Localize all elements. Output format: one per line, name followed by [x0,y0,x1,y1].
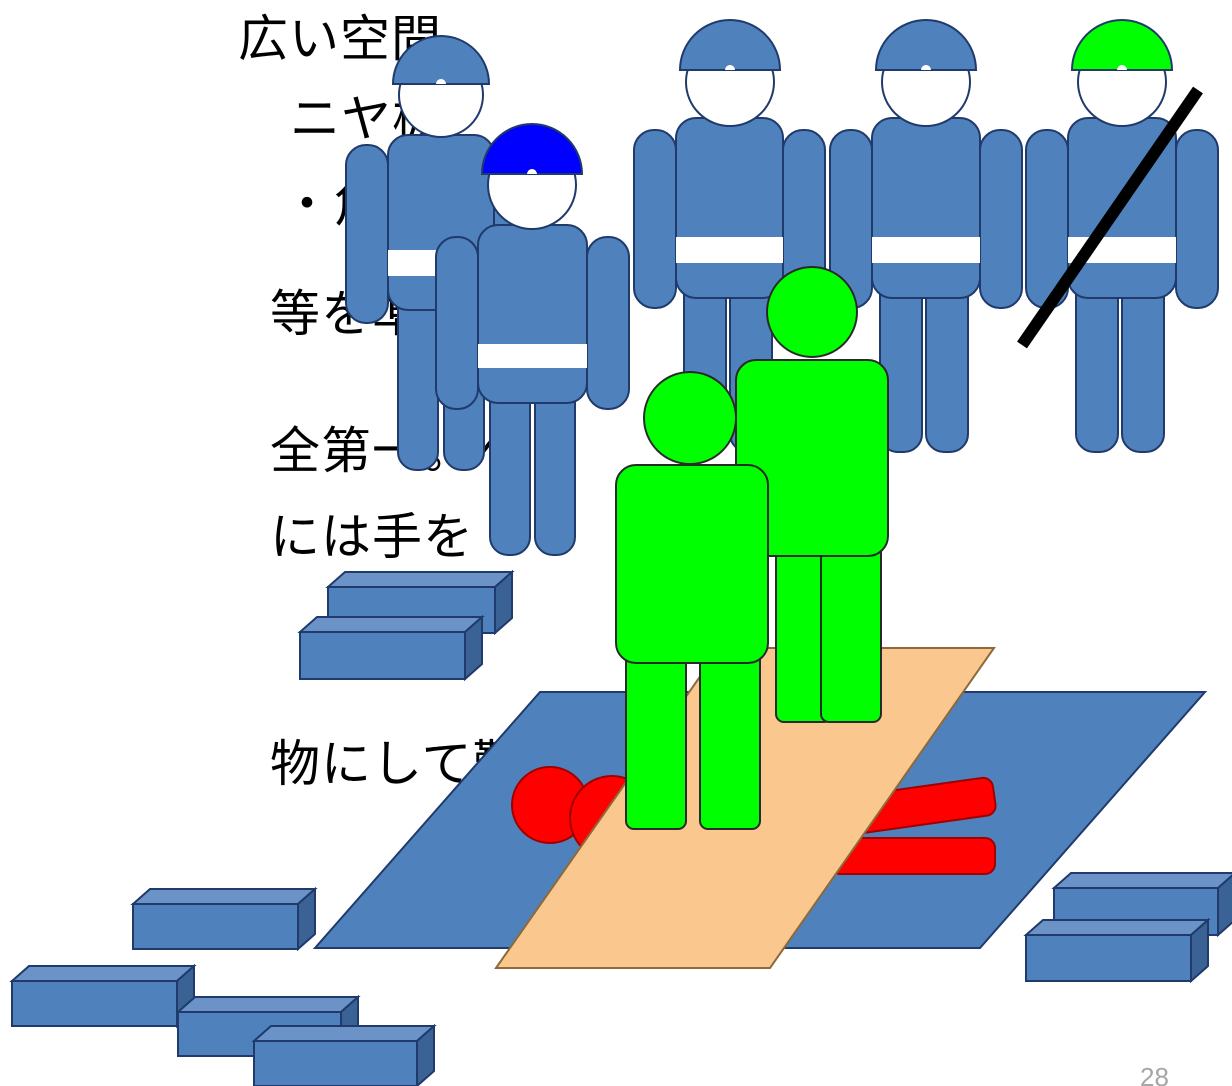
block-7 [1051,872,1232,938]
block-3 [130,886,318,952]
block-6 [251,1023,437,1086]
cross-out-slash [1017,86,1203,349]
page-number: 28 [1140,1062,1169,1086]
blocks [9,569,1232,1086]
block-8 [1023,917,1211,984]
rescuer-front [615,371,769,830]
worker-5 [1025,19,1219,453]
block-4 [9,963,197,1029]
block-2 [297,614,485,682]
worker-2 [435,123,630,556]
rescuer-back [735,266,889,723]
worker-4 [829,19,1023,453]
text-line-6: には手を [270,508,474,566]
